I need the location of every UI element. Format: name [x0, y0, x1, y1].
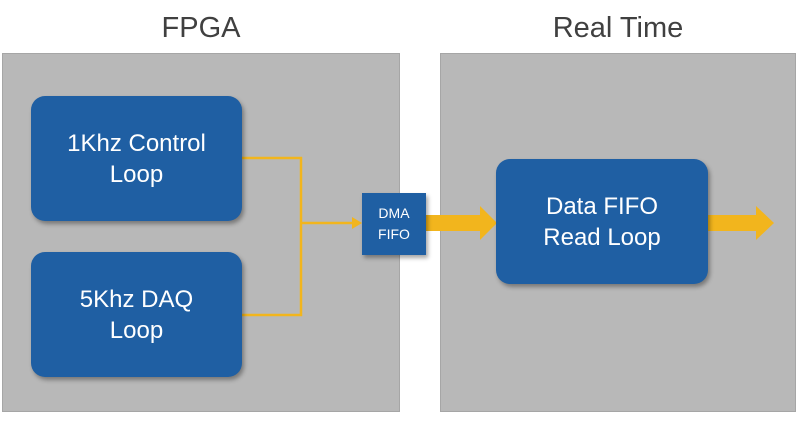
- daq-loop-block: 5Khz DAQ Loop: [31, 252, 242, 377]
- fpga-section-title: FPGA: [161, 12, 241, 44]
- realtime-section-title: Real Time: [552, 12, 684, 44]
- read-loop-block: Data FIFO Read Loop: [496, 159, 708, 284]
- dma-fifo-block: DMA FIFO: [362, 193, 426, 255]
- control-loop-block: 1Khz Control Loop: [31, 96, 242, 221]
